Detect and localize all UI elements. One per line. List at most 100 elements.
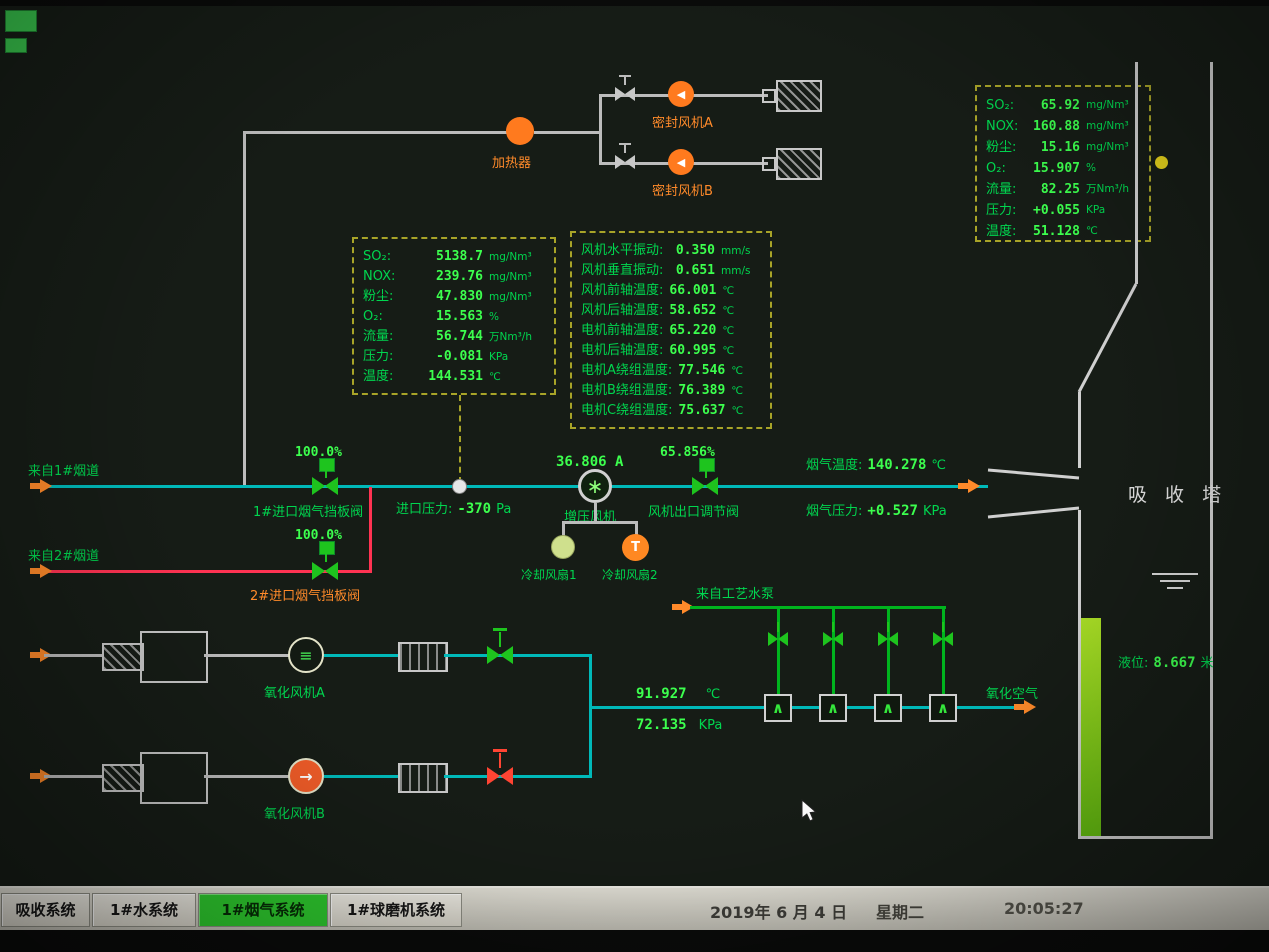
panel-row: 风机后轴温度: 58.652 ℃ [581, 301, 761, 321]
inlet-pressure-value: -370 [457, 501, 492, 517]
param-unit: ℃ [1086, 225, 1098, 237]
param-value: 82.25 [1040, 182, 1080, 197]
panel-row: 温度: 144.531 ℃ [363, 367, 545, 387]
pipe-oxa-2 [204, 654, 290, 657]
param-label: 电机C绕组温度: [581, 403, 673, 418]
param-value: 47.830 [436, 289, 483, 304]
silencer-b-icon [398, 763, 448, 793]
check-valve-b-handle [493, 749, 507, 752]
left-arrow-glyph: ◀ [676, 87, 686, 101]
pipe-water-2 [832, 606, 835, 696]
panel-row: SO₂: 5138.7 mg/Nm³ [363, 247, 545, 267]
param-unit: 万Nm³/h [489, 331, 532, 343]
oxidation-fan-b-icon[interactable]: → [288, 758, 324, 794]
cooling-fan2-icon[interactable]: T [622, 534, 649, 561]
oxidation-fan-b-label: 氧化风机B [264, 807, 325, 822]
pipe-flue-2-riser [369, 487, 372, 573]
param-label: 流量: [363, 329, 394, 344]
booster-fan-icon[interactable]: ∗ [578, 469, 612, 503]
process-water-label: 来自工艺水泵 [696, 587, 775, 602]
cooling-fan1-icon[interactable] [551, 535, 575, 559]
param-label: 流量: [986, 182, 1017, 197]
param-value: 60.995 [669, 343, 717, 358]
damper1-valve-icon[interactable] [312, 477, 338, 495]
param-label: 压力: [986, 203, 1017, 218]
seal-fan-a-icon[interactable]: ◀ [668, 81, 694, 107]
water-valve-1-stem [777, 622, 779, 632]
oxid-press-value: 72.135 [636, 717, 687, 733]
chevron-up-glyph: ∧ [826, 699, 840, 717]
pipe-heater-out [534, 131, 602, 134]
pipe-cooling-header [562, 521, 638, 524]
seal-valve-b-icon[interactable] [615, 155, 635, 169]
tab-absorption-system[interactable]: 吸收系统 [1, 893, 90, 927]
pipe-water-4 [942, 606, 945, 696]
seal-fan-b-icon[interactable]: ◀ [668, 149, 694, 175]
t-glyph: T [631, 540, 640, 555]
flow-arrow-oxid-air-icon [1014, 700, 1036, 714]
damper1-stem [325, 470, 327, 478]
flue-temp-readout: 烟气温度: 140.278 ℃ [806, 454, 946, 473]
flue-gas-system-mimic: 加热器 ◀ ◀ 密封风机A 密封风机B SO₂: 65.92 mg/Nm³ NO… [0, 6, 1269, 886]
level-label: 液位: [1118, 656, 1149, 671]
param-unit: KPa [489, 351, 509, 363]
flow-arrow-flue1-icon [30, 479, 52, 493]
water-valve-4-icon[interactable] [933, 632, 953, 646]
panel-row: 粉尘: 15.16 mg/Nm³ [986, 137, 1140, 158]
water-valve-3-icon[interactable] [878, 632, 898, 646]
tab-ball-mill-system[interactable]: 1#球磨机系统 [330, 893, 462, 927]
outlet-gas-panel: SO₂: 65.92 mg/Nm³ NOX: 160.88 mg/Nm³ 粉尘:… [975, 85, 1151, 242]
outlet-valve-icon[interactable] [692, 477, 718, 495]
seal-valve-b-handle [619, 143, 631, 145]
heater-icon[interactable] [506, 117, 534, 145]
corner-indicator-2 [5, 38, 27, 53]
oxid-temp-readout: 91.927 ℃ [636, 686, 720, 702]
flue-temp-label: 烟气温度: [806, 458, 863, 473]
water-valve-2-icon[interactable] [823, 632, 843, 646]
param-unit: ℃ [722, 345, 735, 357]
water-valve-1-icon[interactable] [768, 632, 788, 646]
param-value: 15.563 [436, 309, 483, 324]
pipe-cooling-1 [562, 521, 565, 537]
check-valve-a-icon[interactable] [487, 646, 513, 664]
param-unit: ℃ [722, 325, 735, 337]
pipe-oxa-1 [44, 654, 102, 657]
pipe-water-3 [887, 606, 890, 696]
booster-fan-panel: 风机水平振动: 0.350 mm/s 风机垂直振动: 0.651 mm/s 风机… [570, 231, 772, 429]
param-label: 风机前轴温度: [581, 283, 664, 298]
blower-glyph: ≡ [299, 645, 313, 665]
pipe-heater-riser [243, 131, 246, 487]
damper2-valve-icon[interactable] [312, 562, 338, 580]
tab-water-system[interactable]: 1#水系统 [92, 893, 196, 927]
flue-temp-value: 140.278 [867, 457, 927, 473]
seal-valve-a-icon[interactable] [615, 87, 635, 101]
spray-unit-4-icon: ∧ [929, 694, 957, 722]
param-unit: ℃ [722, 285, 735, 297]
motor-a-icon [776, 80, 822, 112]
flue-press-unit: KPa [922, 504, 947, 519]
heater-label: 加热器 [492, 156, 532, 171]
panel-row: 电机后轴温度: 60.995 ℃ [581, 341, 761, 361]
param-label: O₂: [363, 309, 383, 324]
panel-row: 电机C绕组温度: 75.637 ℃ [581, 401, 761, 421]
spray-unit-2-icon: ∧ [819, 694, 847, 722]
tower-bottom [1078, 836, 1213, 839]
param-value: 58.652 [669, 303, 717, 318]
booster-fan-current-value: 36.806 A [556, 454, 624, 470]
param-unit: mg/Nm³ [1086, 99, 1129, 111]
tab-flue-gas-system[interactable]: 1#烟气系统 [198, 893, 328, 927]
param-unit: mg/Nm³ [1086, 141, 1129, 153]
param-unit: mm/s [721, 265, 751, 277]
water-valve-2-stem [832, 622, 834, 632]
param-value: 0.350 [675, 243, 715, 258]
param-unit: mg/Nm³ [489, 251, 532, 263]
oxid-press-readout: 72.135 KPa [636, 717, 722, 733]
check-valve-b-stem [499, 753, 501, 768]
oxidation-fan-a-label: 氧化风机A [264, 686, 325, 701]
param-value: 56.744 [436, 329, 483, 344]
check-valve-b-icon[interactable] [487, 767, 513, 785]
param-label: 粉尘: [986, 140, 1017, 155]
param-unit: % [489, 311, 499, 323]
oxidation-fan-a-icon[interactable]: ≡ [288, 637, 324, 673]
